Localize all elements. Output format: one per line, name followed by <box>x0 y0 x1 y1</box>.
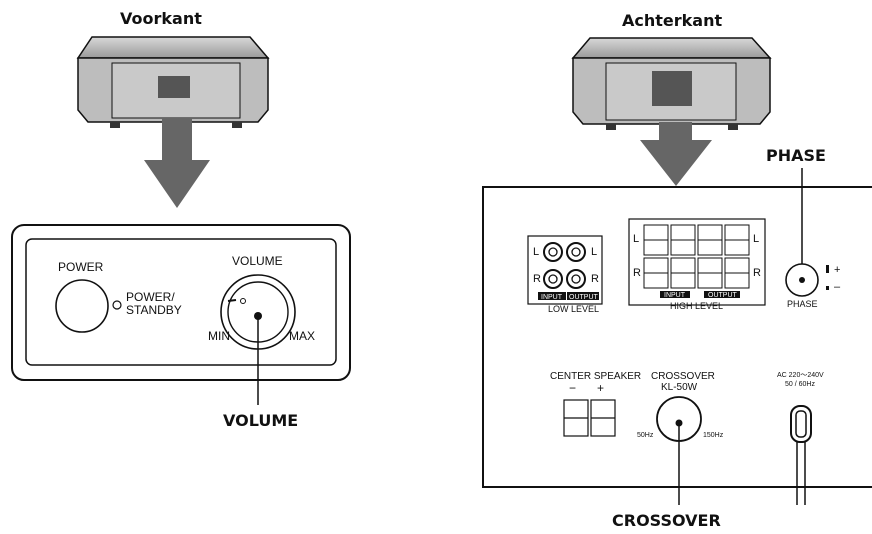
min-label: MIN <box>208 329 230 343</box>
svg-text:+: + <box>597 381 604 395</box>
svg-text:R: R <box>753 267 761 279</box>
crossover-callout: CROSSOVER <box>612 511 721 530</box>
svg-text:L: L <box>753 233 759 245</box>
svg-text:INPUT: INPUT <box>664 292 686 299</box>
max-label: MAX <box>289 329 315 343</box>
svg-text:50 / 60Hz: 50 / 60Hz <box>785 381 815 388</box>
svg-text:–: – <box>834 281 841 293</box>
front-control-panel: POWER POWER/ STANDBY VOLUME MIN MAX <box>11 224 351 405</box>
low-level-caption: LOW LEVEL <box>548 304 599 314</box>
svg-text:−: − <box>569 381 576 395</box>
low-level-inputs: L L R R INPUT OUTPUT LOW LEVEL <box>527 235 603 314</box>
phase-label: PHASE <box>787 299 818 309</box>
front-device-window <box>158 76 190 98</box>
svg-text:L: L <box>591 246 597 258</box>
phase-callout: PHASE <box>766 146 826 165</box>
rear-device-window <box>652 71 692 106</box>
center-speaker-terminals: CENTER SPEAKER − + <box>550 371 641 437</box>
svg-text:INPUT: INPUT <box>541 294 563 301</box>
rear-title: Achterkant <box>622 11 723 30</box>
svg-text:OUTPUT: OUTPUT <box>708 292 738 299</box>
front-down-arrow <box>144 118 210 208</box>
crossover-control: CROSSOVER KL-50W 50Hz 150Hz <box>637 371 724 505</box>
power-button[interactable] <box>55 279 109 333</box>
svg-text:R: R <box>533 273 541 285</box>
svg-text:KL-50W: KL-50W <box>661 382 698 393</box>
front-title: Voorkant <box>120 9 202 28</box>
power-label: POWER <box>58 260 104 274</box>
svg-text:L: L <box>533 246 539 258</box>
rear-down-arrow <box>640 122 712 186</box>
ac-power-cord: AC 220～240V 50 / 60Hz <box>777 372 824 505</box>
high-level-caption: HIGH LEVEL <box>670 301 723 311</box>
svg-text:L: L <box>633 233 639 245</box>
front-device-illustration <box>76 36 270 128</box>
standby-label-1: POWER/ <box>126 290 175 304</box>
volume-callout: VOLUME <box>223 411 299 430</box>
volume-label: VOLUME <box>232 254 283 268</box>
svg-text:R: R <box>591 273 599 285</box>
standby-indicator <box>112 300 122 310</box>
svg-text:AC 220～240V: AC 220～240V <box>777 372 824 379</box>
phase-switch: + – PHASE <box>785 168 841 309</box>
standby-label-2: STANDBY <box>126 303 182 317</box>
svg-text:CENTER SPEAKER: CENTER SPEAKER <box>550 371 641 382</box>
svg-text:50Hz: 50Hz <box>637 432 654 439</box>
svg-text:150Hz: 150Hz <box>703 432 724 439</box>
rear-device-illustration <box>571 37 772 130</box>
svg-text:CROSSOVER: CROSSOVER <box>651 371 715 382</box>
rear-panel: L L R R INPUT OUTPUT LOW LEVEL L L R R <box>482 168 872 505</box>
svg-text:+: + <box>834 264 840 276</box>
svg-text:OUTPUT: OUTPUT <box>569 294 599 301</box>
high-level-inputs: L L R R INPUT OUTPUT HIGH LEVEL <box>628 218 766 311</box>
svg-text:R: R <box>633 267 641 279</box>
